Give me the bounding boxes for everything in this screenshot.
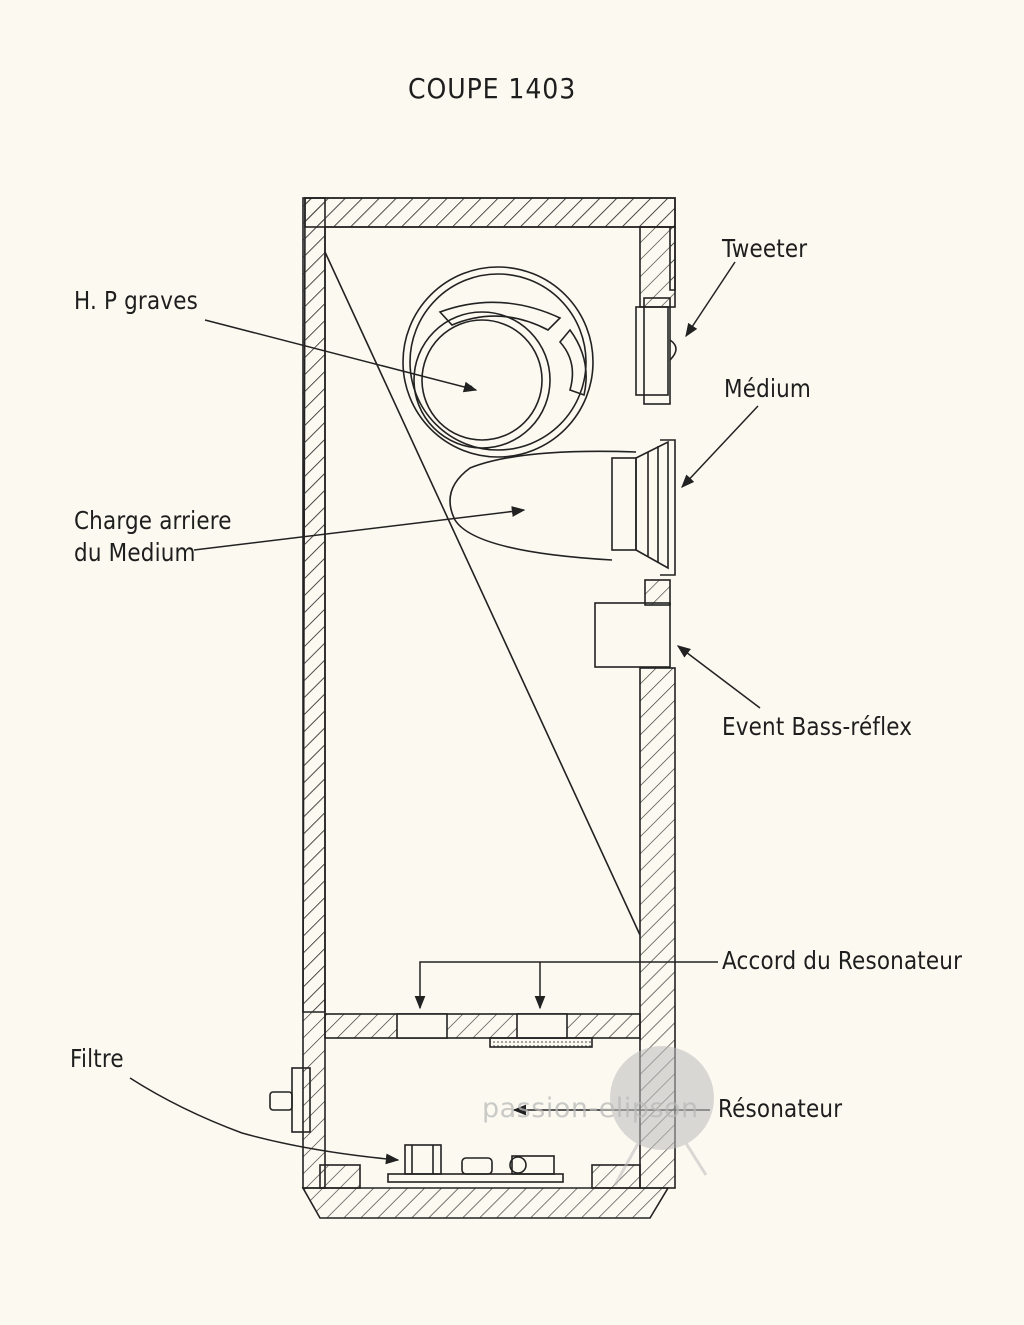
- label-hp-graves: H. P graves: [74, 286, 198, 315]
- leader-filtre: [129, 1077, 400, 1165]
- leader-charge: [193, 506, 526, 551]
- leader-accord-left: [414, 961, 718, 1010]
- plinth: [301, 1187, 670, 1219]
- port-hole-left: [396, 1013, 448, 1039]
- label-tweeter: Tweeter: [722, 234, 808, 263]
- bass-driver: [402, 266, 594, 458]
- watermark-logo: [610, 1046, 714, 1186]
- resonator-shelf: [324, 1013, 641, 1039]
- port-hole-right: [516, 1013, 568, 1039]
- label-charge-line1: Charge arriere: [74, 506, 232, 535]
- label-accord-resonateur: Accord du Resonateur: [722, 946, 963, 975]
- leader-event: [676, 645, 761, 709]
- right-wall-mid: [644, 579, 671, 606]
- terminal-connector: [269, 1067, 311, 1133]
- medium-driver: [449, 439, 676, 576]
- label-resonateur: Résonateur: [718, 1094, 843, 1123]
- leader-hp-graves: [204, 319, 478, 393]
- bass-reflex-port: [594, 602, 671, 668]
- diagonal-panel: [324, 251, 641, 936]
- label-charge-line2: du Medium: [74, 538, 196, 567]
- right-wall-upper: [639, 226, 676, 308]
- foot-right: [591, 1164, 641, 1189]
- leader-medium: [681, 405, 759, 488]
- watermark-text: passion-elipson: [482, 1093, 699, 1124]
- crossover-filter: [387, 1144, 564, 1183]
- top-wall: [304, 197, 676, 228]
- rear-load-enclosure: [449, 450, 637, 561]
- diagram-title: COUPE 1403: [408, 72, 577, 105]
- foot-left: [319, 1164, 361, 1189]
- label-medium: Médium: [724, 374, 812, 403]
- label-filtre: Filtre: [70, 1044, 124, 1073]
- felt-strip: [489, 1037, 593, 1048]
- leader-tweeter: [685, 261, 736, 338]
- cabinet-walls: [301, 197, 676, 1219]
- tweeter-unit: [635, 297, 677, 405]
- label-event-bass-reflex: Event Bass-réflex: [722, 712, 913, 741]
